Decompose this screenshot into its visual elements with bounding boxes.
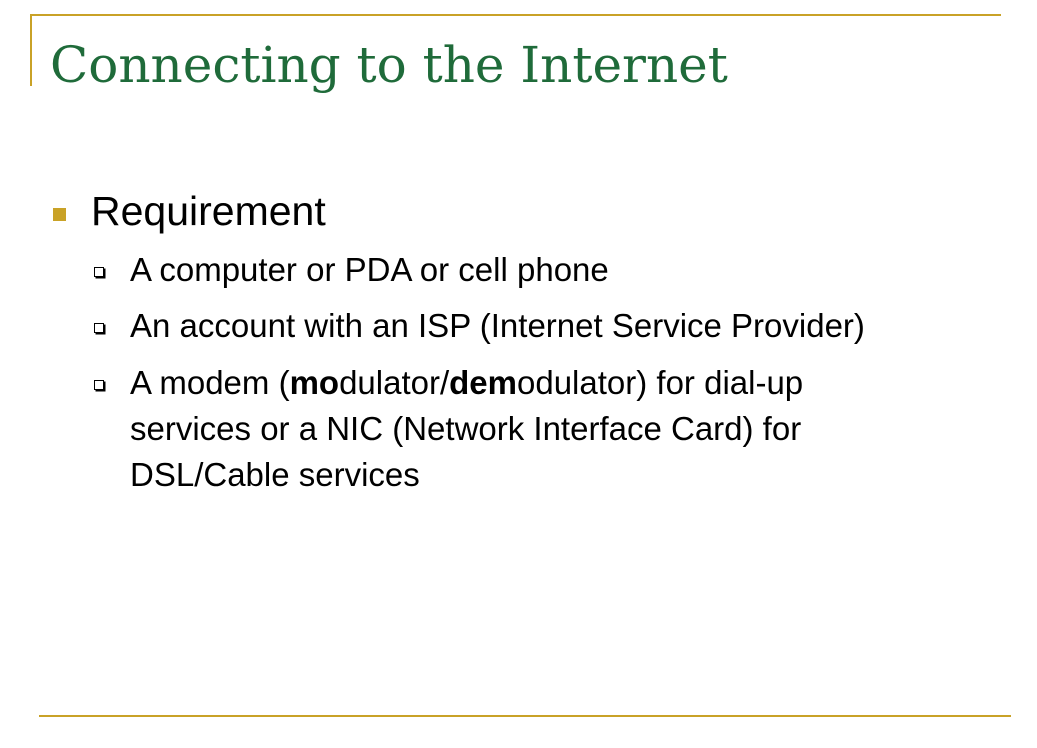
box-bullet-icon xyxy=(94,380,104,390)
square-bullet-icon xyxy=(53,208,66,221)
modem-bold-mo: mo xyxy=(289,364,340,401)
left-divider xyxy=(30,14,32,86)
top-divider xyxy=(30,14,1001,16)
modem-text: A modem ( xyxy=(130,364,290,401)
box-bullet-icon xyxy=(94,323,104,333)
sub-bullet-computer: A computer or PDA or cell phone xyxy=(130,251,609,288)
sub-bullet-isp: An account with an ISP (Internet Service… xyxy=(130,307,865,344)
modem-text: odulator) for dial-up xyxy=(517,364,804,401)
slide-title: Connecting to the Internet xyxy=(50,36,728,94)
bottom-divider xyxy=(39,715,1011,717)
modem-bold-dem: dem xyxy=(449,364,517,401)
sub-bullet-modem-line-1: A modem (modulator/demodulator) for dial… xyxy=(130,360,803,406)
bullet-requirement: Requirement xyxy=(91,188,326,234)
sub-bullet-modem-line-2: services or a NIC (Network Interface Car… xyxy=(130,410,802,447)
sub-bullet-modem-line-3: DSL/Cable services xyxy=(130,456,420,493)
box-bullet-icon xyxy=(94,267,104,277)
modem-text: dulator/ xyxy=(339,364,450,401)
